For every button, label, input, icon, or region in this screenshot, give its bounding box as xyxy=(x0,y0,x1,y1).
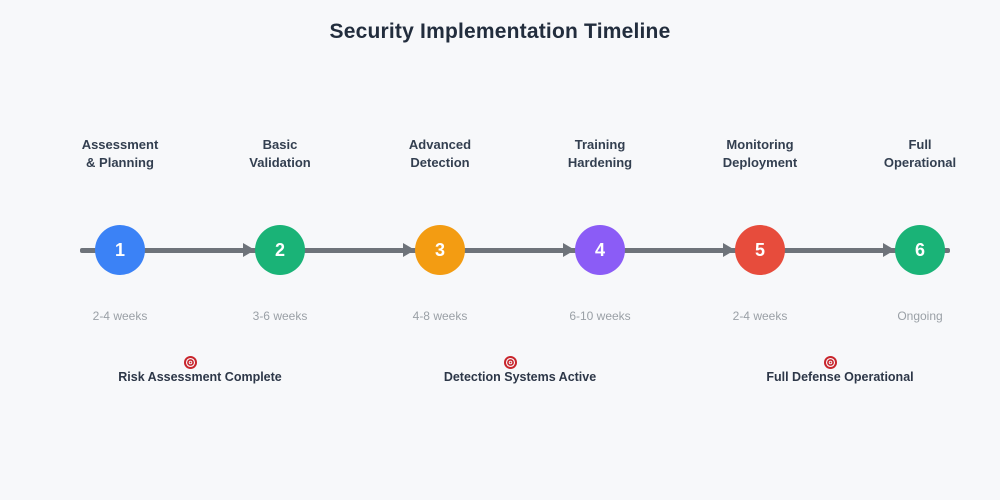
stage-item: Monitoring Deployment 5 2-4 weeks xyxy=(690,0,830,340)
stage-number: 3 xyxy=(434,239,445,260)
target-icon xyxy=(70,356,310,369)
stage-label: Basic Validation xyxy=(249,137,311,170)
milestone-label: Detection Systems Active xyxy=(443,370,597,384)
stage-duration: 4-8 weeks xyxy=(412,309,468,323)
arrow-right-icon xyxy=(403,243,415,257)
milestone-item: Risk Assessment Complete xyxy=(80,356,320,384)
stage-number: 4 xyxy=(594,239,605,260)
milestone-item: Full Defense Operational xyxy=(720,356,960,384)
stage-duration: 6-10 weeks xyxy=(569,309,631,323)
stage-duration: 2-4 weeks xyxy=(92,309,148,323)
stage-circle: 6 xyxy=(895,225,945,275)
stage-number: 5 xyxy=(754,239,765,260)
page-title: Security Implementation Timeline xyxy=(329,20,671,43)
stage-circle: 3 xyxy=(415,225,465,275)
stage-item: Assessment & Planning 1 2-4 weeks xyxy=(50,0,190,340)
arrow-right-icon xyxy=(563,243,575,257)
stage-item: Full Operational 6 Ongoing xyxy=(850,0,990,340)
stage-duration: 3-6 weeks xyxy=(252,309,308,323)
arrow-right-icon xyxy=(243,243,255,257)
stage-item: Training Hardening 4 6-10 weeks xyxy=(530,0,670,340)
stage-label: Monitoring Deployment xyxy=(722,137,798,170)
stage-label: Training Hardening xyxy=(567,137,633,170)
stage-duration: 2-4 weeks xyxy=(732,309,788,323)
target-icon xyxy=(710,356,950,369)
milestone-label: Full Defense Operational xyxy=(766,370,914,384)
stage-label: Full Operational xyxy=(883,137,957,170)
stage-circle: 4 xyxy=(575,225,625,275)
arrow-right-icon xyxy=(723,243,735,257)
stage-number: 6 xyxy=(914,239,925,260)
stage-circle: 2 xyxy=(255,225,305,275)
arrow-right-icon xyxy=(883,243,895,257)
stage-number: 2 xyxy=(274,239,285,260)
stage-label: Advanced Detection xyxy=(408,137,472,170)
milestone-item: Detection Systems Active xyxy=(400,356,640,384)
stage-item: Advanced Detection 3 4-8 weeks xyxy=(370,0,510,340)
stage-circle: 5 xyxy=(735,225,785,275)
target-icon xyxy=(390,356,630,369)
timeline-line xyxy=(80,248,950,253)
stage-item: Basic Validation 2 3-6 weeks xyxy=(210,0,350,340)
stage-circle: 1 xyxy=(95,225,145,275)
stage-number: 1 xyxy=(114,239,125,260)
milestone-label: Risk Assessment Complete xyxy=(118,370,282,384)
stage-label: Assessment & Planning xyxy=(81,137,159,170)
stage-duration: Ongoing xyxy=(897,309,943,323)
